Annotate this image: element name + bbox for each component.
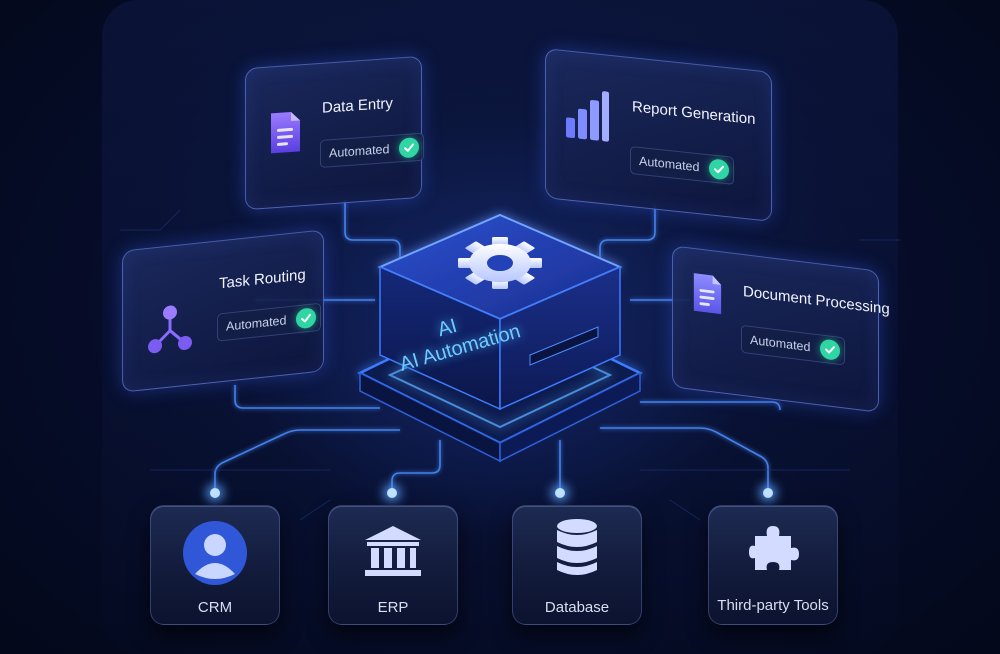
status-text: Automated: [329, 142, 390, 161]
system-tile-third-party[interactable]: Third-party Tools: [708, 505, 838, 625]
wire-third-party: [600, 427, 769, 490]
card-title: Report Generation: [632, 98, 756, 129]
card-title: Document Processing: [743, 283, 890, 319]
wire-task-routing-lower: [234, 385, 380, 409]
status-text: Automated: [750, 332, 811, 355]
wire-data-entry: [344, 200, 401, 270]
document-icon: [693, 273, 722, 315]
puzzle-icon: [749, 526, 799, 570]
wire-document-processing-lower: [640, 401, 781, 411]
connector-dot: [555, 488, 565, 498]
status-badge: Automated: [741, 324, 846, 366]
card-data-entry[interactable]: Data Entry Automated: [245, 55, 425, 211]
check-icon: [296, 307, 317, 330]
connector-dot: [763, 488, 773, 498]
system-tile-database[interactable]: Database: [512, 505, 642, 625]
card-title: Task Routing: [219, 266, 306, 293]
document-icon: [271, 111, 300, 154]
bar-chart-icon: [566, 91, 609, 142]
status-badge: Automated: [217, 302, 322, 342]
status-badge: Automated: [630, 146, 735, 185]
tile-label: ERP: [377, 599, 409, 616]
hub-graphic: [357, 213, 643, 463]
wire-erp: [391, 440, 441, 490]
check-icon: [820, 338, 841, 361]
card-task-routing[interactable]: Task Routing Automated: [122, 229, 324, 393]
connector-dot: [387, 488, 397, 498]
tile-label: CRM: [197, 599, 233, 616]
check-icon: [399, 136, 420, 159]
gear-icon: [458, 236, 542, 290]
database-icon: [557, 519, 597, 575]
system-tile-erp[interactable]: ERP: [328, 505, 458, 625]
status-text: Automated: [639, 153, 700, 175]
bank-icon: [365, 526, 421, 576]
card-report-generation[interactable]: Report Generation Automated: [545, 48, 772, 222]
status-text: Automated: [226, 313, 287, 334]
workflow-icon: [148, 305, 192, 354]
wire-report-generation: [599, 205, 656, 270]
user-icon: [183, 521, 247, 585]
check-icon: [709, 158, 730, 181]
card-document-processing[interactable]: Document Processing Automated: [672, 245, 890, 413]
system-tile-crm[interactable]: CRM: [150, 505, 280, 625]
status-badge: Automated: [320, 132, 425, 168]
ai-automation-hub[interactable]: AI AI Automation: [340, 205, 660, 475]
wire-crm: [214, 429, 400, 490]
tile-label: Database: [544, 599, 610, 616]
tile-label: Third-party Tools: [717, 597, 829, 614]
connector-dot: [210, 488, 220, 498]
card-title: Data Entry: [322, 94, 393, 117]
